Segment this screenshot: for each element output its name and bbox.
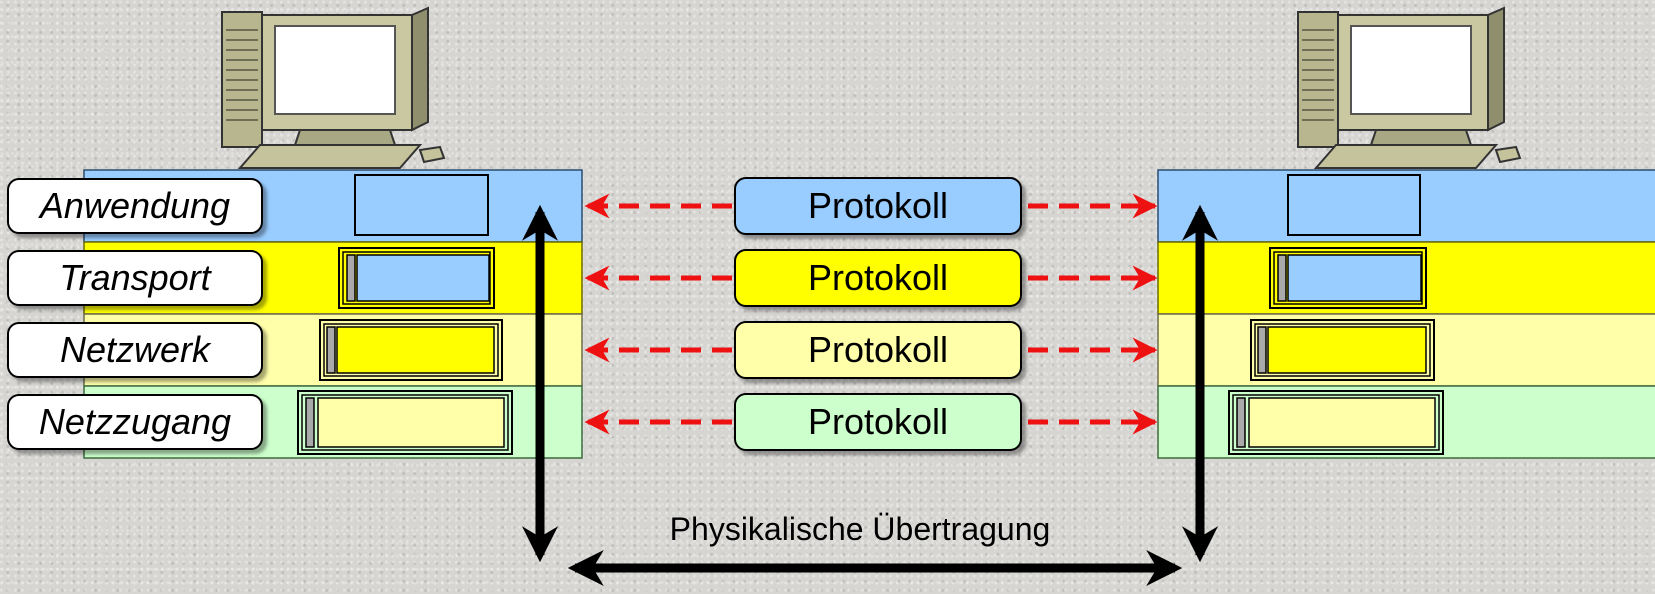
packet-network <box>319 319 503 381</box>
layer-label-link: Netzzugang <box>7 394 263 450</box>
packet-link <box>1228 390 1444 455</box>
left-packets <box>297 174 513 455</box>
protocol-box-transport: Protokoll <box>734 249 1022 307</box>
layer-label-application: Anwendung <box>7 178 263 234</box>
packet-application <box>354 174 489 236</box>
packet-application <box>1287 174 1421 236</box>
right-packets <box>1228 174 1444 455</box>
protocol-box-link: Protokoll <box>734 393 1022 451</box>
packet-transport <box>338 247 495 309</box>
protocol-box-application: Protokoll <box>734 177 1022 235</box>
protocol-box-network: Protokoll <box>734 321 1022 379</box>
packet-transport <box>1269 247 1427 309</box>
black-arrows <box>522 204 1218 586</box>
computer-icon-left <box>221 6 446 169</box>
layer-label-network: Netzwerk <box>7 322 263 378</box>
red-arrows-left <box>584 193 732 435</box>
red-arrows-right <box>1028 193 1158 435</box>
packet-network <box>1250 319 1435 381</box>
physical-transmission-label: Physikalische Übertragung <box>669 510 1051 547</box>
layer-label-transport: Transport <box>7 250 263 306</box>
computer-icon-right <box>1297 6 1522 169</box>
packet-link <box>297 390 513 455</box>
